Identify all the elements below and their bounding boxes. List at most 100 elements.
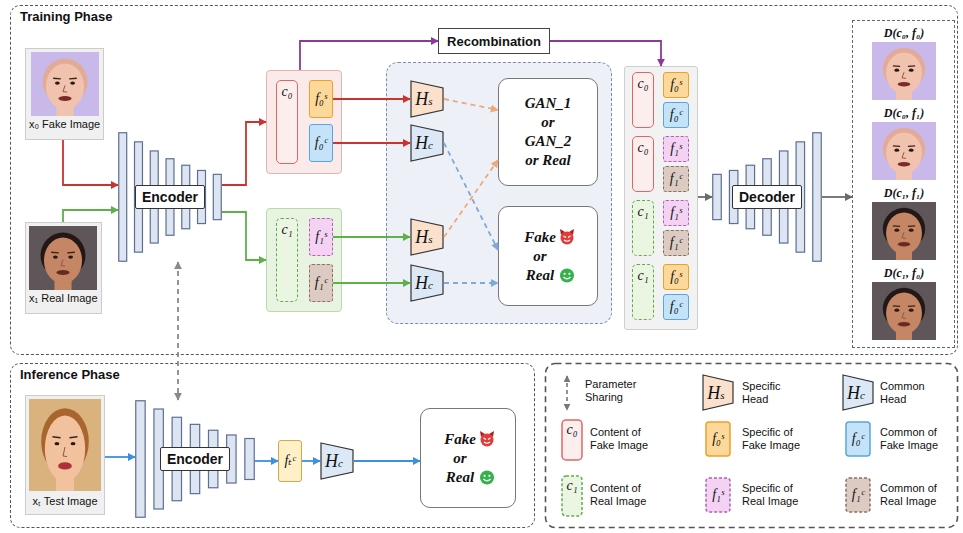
head-shape [411,219,443,255]
devil-icon [560,232,573,245]
face-image [908,225,915,227]
head-sample [843,375,873,410]
label-text: Hc [325,452,343,470]
face-image [58,462,72,469]
face-image [902,312,906,318]
face-image [29,226,97,290]
feature-box: f₁ᶜ [309,264,333,302]
face-image [886,212,922,254]
label-text: Hs [415,90,432,108]
legend-text: Common Head [880,380,942,406]
input-image: x₁ Real Image [25,222,102,314]
layer-bars [713,174,722,219]
face-image [69,436,77,438]
output-image: D(c₁, f₁) [862,186,946,264]
process-box: Recombination [438,28,550,54]
face-image [909,69,914,72]
legend-item: Specific Head [742,380,804,406]
feature-group: c₀f₀ˢf₀ᶜ [266,70,342,174]
legend-text: Common of Real Image [880,482,942,508]
devil-icon [559,229,575,245]
output-image: D(c₀, f₁) [862,106,946,184]
connector-arrow [302,460,320,462]
legend-sample: f₀ˢ [706,422,730,456]
head-block: Hs [410,80,444,118]
label-text: c₀ [637,141,648,156]
smile-icon [479,469,495,485]
encoder-block: Encoder [135,400,255,518]
face-image [908,305,915,307]
face-image [898,82,910,87]
face-image [886,132,922,174]
feature-box: f₀ˢ [309,80,333,118]
legend-sample: Hs [703,375,729,410]
legend-text: Common of Fake Image [880,426,942,452]
label-text: c₀ [281,85,292,100]
legend-item: Specific of Fake Image [742,426,804,452]
face-image [45,416,85,482]
feature-box: f₀ᶜ [663,294,689,320]
face-image [55,442,60,445]
sample-label: c₁ [566,479,577,494]
legend-sample: c₀ [562,421,582,439]
sample-label: f₁ˢ [712,488,724,503]
face-image [57,270,70,275]
face-image [898,162,910,167]
face-image [53,256,58,259]
label-text: D(c₁, f₀) [884,266,924,281]
label-text: Fake or Real [524,228,556,285]
connector-arrow [63,210,118,222]
face-image [894,149,899,152]
connector-arrow [698,196,712,198]
legend-sample: Hc [843,375,869,410]
label-text: xₜ Test Image [32,493,97,508]
face-image [872,42,936,100]
sample-label: f₀ᶜ [852,432,864,447]
label-text: Hs [415,228,432,246]
input-image: x₀ Fake Image [25,48,104,140]
label-text: D(c₁, f₁) [884,186,924,201]
devil-icon [564,240,570,241]
face-image [909,229,914,232]
face-image [53,436,61,438]
face-image [893,305,900,307]
face-image [893,145,900,147]
content-feature: c₁ [632,200,654,256]
label-text: Recombination [447,34,541,49]
face-image [29,399,101,491]
face-image [872,42,936,100]
connector-arrow [333,98,410,100]
label-text: Encoder [135,185,205,209]
face-image [886,292,922,334]
face-image [53,78,61,80]
connector-arrow [333,236,410,238]
output-panel: D(c₀, f₀)D(c₀, f₁)D(c₁, f₁)D(c₁, f₀) [852,20,955,348]
smile-icon [568,273,570,275]
face-image [909,149,914,152]
label-text: f₁ᶜ [670,236,682,251]
legend-sample: f₀ᶜ [846,422,870,456]
connector-arrow [333,282,410,284]
face-image [63,85,67,92]
face-image [872,202,936,260]
face-image [908,65,915,67]
devil-icon [483,438,490,440]
legend-text: Content of Real Image [590,482,652,508]
face-image [893,65,900,67]
connector-arrow [550,41,661,66]
layer-bars [213,174,221,219]
label-text: x₀ Fake Image [29,118,100,130]
label-text: f₁ᶜ [670,172,682,187]
label-text: c₁ [281,223,292,238]
face-image [909,309,914,312]
connector-arrow [177,262,179,400]
devil-icon [479,431,495,447]
sample-label: c₀ [566,423,577,438]
smile-icon [560,269,574,283]
face-image [908,145,915,147]
legend-text: Specific Head [742,380,804,406]
content-feature: c₀ [632,72,654,128]
legend-text: Parameter Sharing [585,378,645,404]
